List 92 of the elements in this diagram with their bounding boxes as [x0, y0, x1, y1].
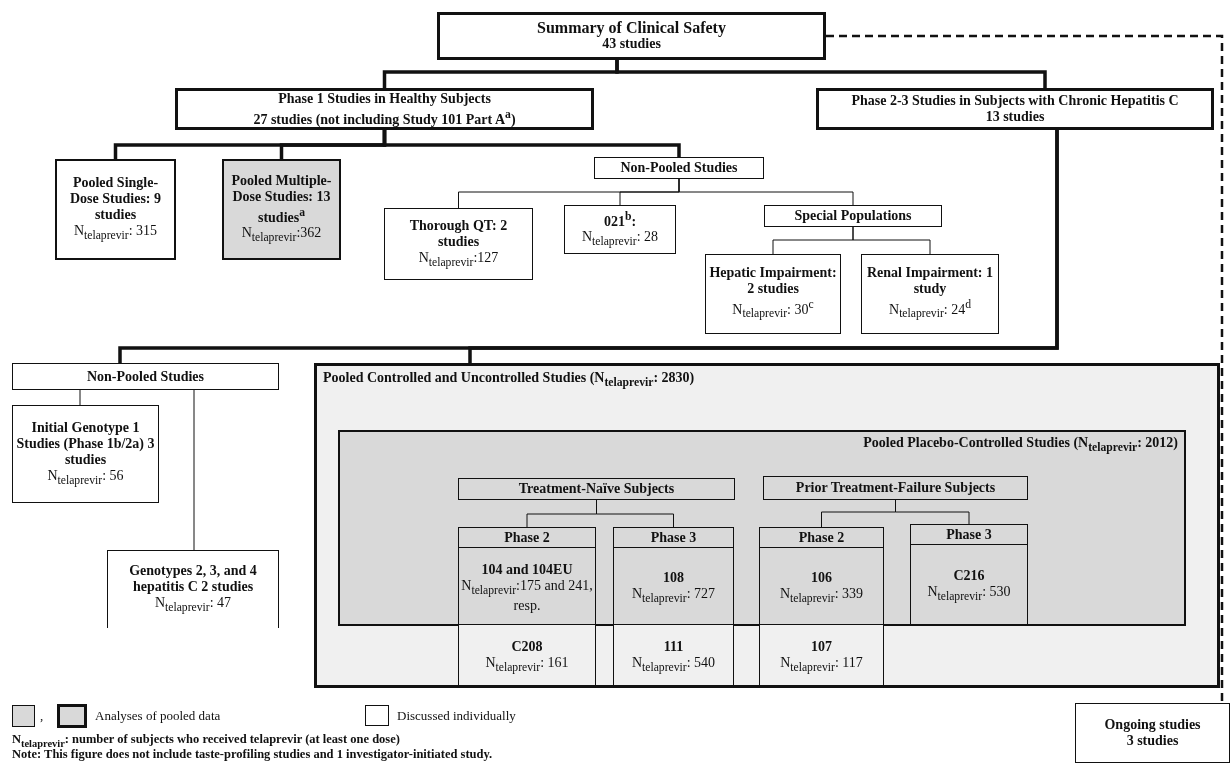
phase-header — [759, 527, 884, 548]
box-title: 021$^{b}$: — [602, 208, 638, 230]
box-subtitle: N$_{telaprevir}$:127 — [417, 249, 500, 271]
box-title: 104 and 104EU — [481, 561, 573, 578]
study-cell — [759, 624, 884, 686]
box-subtitle: N$_{telaprevir}$: 727 — [631, 585, 716, 607]
note-text: Note: This figure does not include taste-profiling studies and 1 investigator-initiated study. — [12, 747, 493, 762]
study-box — [222, 159, 341, 260]
box-subtitle: N$_{telaprevir}$: 339 — [779, 585, 864, 607]
box-title: Phase 2 — [504, 529, 550, 546]
box-title: Non-Pooled Studies — [85, 368, 206, 385]
study-box — [861, 254, 999, 334]
box-title: Prior Treatment-Failure Subjects — [794, 480, 997, 496]
box-title: Phase 2-3 Studies in Subjects with Chronic Hepatitis C — [850, 93, 1180, 109]
study-box — [384, 208, 533, 280]
box-subtitle: N$_{telaprevir}$: 530 — [927, 584, 1011, 605]
box-title: Summary of Clinical Safety — [536, 20, 727, 36]
box-title: Thorough QT: 2 studies — [408, 217, 509, 250]
study-box — [175, 88, 594, 130]
box-title: C208 — [511, 638, 543, 655]
box-title: Initial Genotype 1 Studies (Phase 1b/2a) 3 studies — [15, 419, 156, 468]
separator-text: , — [40, 708, 44, 724]
box-title: 108 — [663, 569, 684, 586]
legend-label: Analyses of pooled data — [95, 708, 221, 724]
connector-line — [382, 130, 681, 157]
box-title: Phase 3 — [650, 529, 697, 546]
box-title: Genotypes 2, 3, and 4 hepatitis C 2 studies — [128, 563, 258, 596]
box-subtitle: N$_{telaprevir}$:175 and 241, resp. — [460, 577, 594, 615]
study-box — [816, 88, 1214, 130]
footnote-text: N$_{telaprevir}$: number of subjects who received telaprevir (at least one dose) — [12, 732, 400, 749]
box-title: 106 — [811, 569, 832, 586]
box-title: 111 — [663, 638, 684, 655]
connector-line — [826, 34, 1224, 703]
study-box — [107, 550, 279, 628]
group-panel — [338, 430, 1186, 626]
box-subtitle: N$_{telaprevir}$: 30$^{c}$ — [731, 297, 815, 323]
study-cell — [613, 624, 734, 686]
study-box — [437, 12, 826, 60]
study-box — [705, 254, 841, 334]
group-panel — [314, 363, 1220, 688]
box-subtitle: 13 studies — [984, 109, 1046, 125]
study-cell — [458, 624, 596, 686]
study-box — [55, 159, 176, 260]
study-cell — [759, 547, 884, 625]
study-box — [12, 405, 159, 503]
study-box — [12, 363, 279, 390]
box-title: Special Populations — [793, 208, 913, 224]
box-subtitle: 43 studies — [602, 36, 662, 52]
box-subtitle: N$_{telaprevir}$: 28 — [580, 229, 660, 251]
study-box — [763, 476, 1028, 500]
phase-header — [910, 524, 1028, 545]
box-subtitle: N$_{telaprevir}$: 117 — [780, 654, 863, 676]
box-subtitle: 3 studies — [1125, 733, 1180, 749]
box-subtitle: N$_{telaprevir}$: 56 — [46, 467, 125, 489]
box-title: Treatment-Naïve Subjects — [517, 481, 676, 497]
legend-label: Discussed individually — [397, 708, 516, 724]
box-title: Phase 3 — [946, 526, 992, 543]
connector-line — [79, 389, 81, 406]
study-box — [594, 157, 764, 179]
connector-line — [852, 226, 931, 255]
connector-line — [468, 130, 1059, 363]
box-subtitle: N$_{telaprevir}$: 315 — [72, 223, 159, 244]
phase-header — [613, 527, 734, 548]
box-subtitle: 27 studies (not including Study 101 Part A$^{a}$) — [252, 106, 517, 128]
connector-line — [615, 60, 1047, 88]
box-title: Renal Impairment: 1 study — [866, 265, 994, 298]
box-title: C216 — [953, 568, 985, 585]
box-subtitle: N$_{telaprevir}$:362 — [240, 225, 323, 247]
study-cell — [458, 547, 596, 625]
study-cell — [613, 547, 734, 625]
connector-line — [193, 389, 195, 551]
study-box — [764, 205, 942, 227]
box-title: Ongoing studies — [1103, 717, 1202, 733]
study-box — [458, 478, 735, 500]
study-box — [1075, 703, 1230, 763]
connector-line — [678, 178, 854, 206]
box-title: Pooled Controlled and Uncontrolled Studies (N$_{telaprevir}$: 2830) — [323, 370, 695, 391]
box-title: Non-Pooled Studies — [619, 160, 739, 176]
box-title: Phase 2 — [798, 529, 845, 546]
box-title: Pooled Placebo-Controlled Studies (N$_{telaprevir}$: 2012) — [863, 435, 1178, 456]
box-title: Hepatic Impairment: 2 studies — [708, 265, 838, 298]
box-subtitle: N$_{telaprevir}$: 540 — [631, 654, 716, 676]
phase-header — [458, 527, 596, 548]
study-box — [564, 205, 676, 254]
box-title: Pooled Single-Dose Studies: 9 studies — [69, 175, 162, 224]
box-title: Phase 1 Studies in Healthy Subjects — [277, 90, 492, 107]
box-subtitle: N$_{telaprevir}$: 47 — [153, 595, 233, 616]
study-cell — [910, 544, 1028, 625]
box-subtitle: N$_{telaprevir}$: 24$^{d}$ — [888, 297, 972, 323]
box-title: Pooled Multiple-Dose Studies: 13 studies$^{a}$ — [230, 172, 333, 226]
box-subtitle: N$_{telaprevir}$: 161 — [485, 654, 569, 676]
box-title: 107 — [811, 638, 832, 655]
